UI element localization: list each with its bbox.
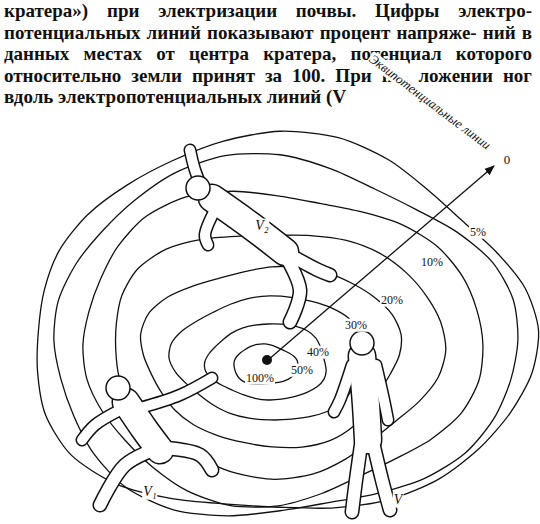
limb-outline	[140, 378, 212, 408]
body-text: кратера») при электризации почвы. Цифры …	[4, 0, 532, 108]
limb	[140, 378, 212, 408]
voltage-label: V	[393, 493, 404, 508]
level-value: 50%	[290, 364, 314, 377]
limb	[290, 255, 330, 275]
limb	[212, 198, 285, 252]
head	[350, 331, 374, 355]
limb-outline	[352, 438, 362, 512]
voltage-label: V₁	[142, 485, 157, 500]
limb	[82, 410, 120, 440]
limb	[352, 438, 362, 512]
human-figures	[82, 150, 390, 512]
limb-outline	[205, 210, 215, 245]
human-figure	[82, 376, 212, 505]
level-value: 20%	[380, 294, 404, 307]
head	[106, 376, 130, 400]
equipotential-line	[54, 154, 518, 516]
head	[186, 176, 210, 200]
equipotential-line	[205, 324, 327, 400]
level-value: 30%	[344, 319, 368, 332]
level-value: 10%	[420, 256, 444, 269]
limb	[205, 210, 215, 245]
crater-center	[262, 355, 272, 365]
limb	[165, 448, 212, 470]
equipotential-line	[37, 131, 538, 508]
limb-outline	[362, 356, 368, 440]
radial-line	[268, 166, 494, 360]
equipotential-line	[169, 296, 361, 420]
equipotential-line	[234, 344, 298, 384]
limb-outline	[212, 198, 285, 252]
human-figure	[186, 150, 330, 322]
equipotential-line	[83, 191, 483, 507]
limb-outline	[82, 410, 120, 440]
equipotential-lines	[37, 131, 538, 516]
limb	[372, 438, 390, 510]
limb-outline	[165, 448, 212, 470]
limb	[334, 365, 352, 412]
voltage-label: V₂	[254, 219, 269, 234]
level-value: 40%	[306, 346, 330, 359]
human-figure	[334, 331, 390, 512]
limb-outline	[100, 448, 158, 505]
limb-outline	[372, 438, 390, 510]
limb	[362, 356, 368, 440]
level-value: 5%	[469, 226, 487, 239]
limb-outline	[334, 365, 352, 412]
equipotential-line	[116, 235, 446, 479]
limb	[376, 365, 388, 420]
level-value: 100%	[245, 372, 275, 385]
limb	[100, 448, 158, 505]
level-value: 0	[503, 153, 512, 167]
